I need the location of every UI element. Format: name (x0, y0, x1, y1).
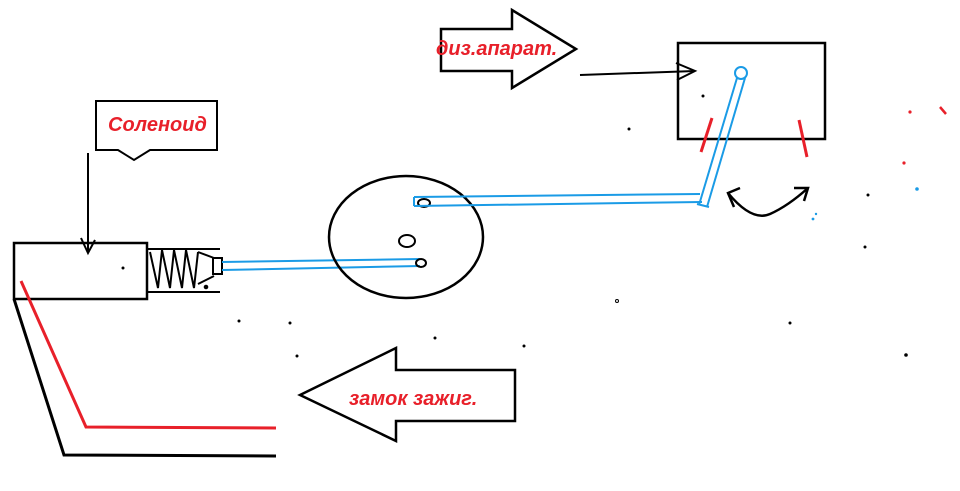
wire-black (12, 298, 277, 458)
stray-dots (237, 106, 947, 358)
diesel-apparatus-box (676, 41, 827, 141)
lever-limit-stops (699, 117, 809, 158)
apparatus-lever (696, 66, 748, 208)
diesel-apparatus-label: диз.апарат. (436, 38, 557, 60)
solenoid-wires (12, 280, 277, 458)
solenoid-label: Соленоид (108, 114, 207, 136)
swing-arrow (726, 186, 810, 217)
ignition-lock-callout: замок зажиг. (297, 345, 517, 443)
wire-red (19, 280, 277, 430)
rod-wheel-to-lever (413, 193, 703, 207)
solenoid-spring (147, 248, 223, 293)
ignition-lock-label: замок зажиг. (349, 388, 477, 410)
rod-solenoid-to-wheel (221, 258, 421, 271)
diesel-apparatus-callout: диз.апарат. (436, 7, 698, 91)
solenoid-body (12, 241, 149, 301)
solenoid-callout: Соленоид (80, 100, 218, 256)
lever-disc (327, 174, 485, 300)
